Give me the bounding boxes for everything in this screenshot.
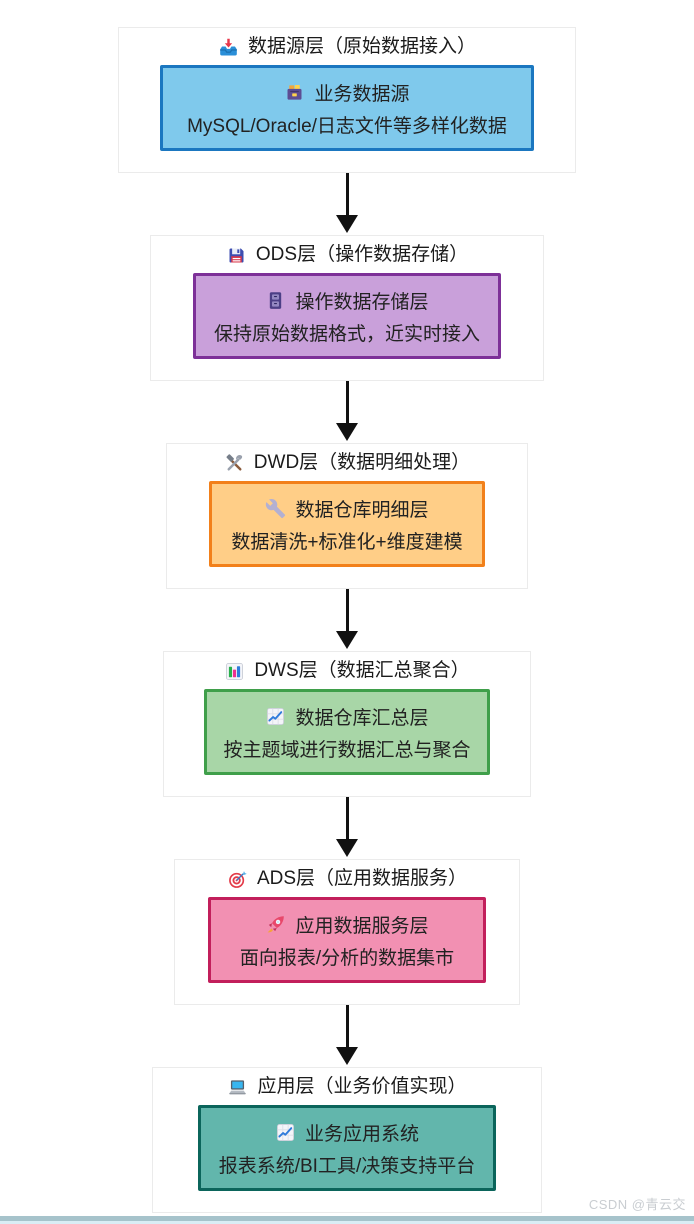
flow-arrow-down (336, 173, 358, 235)
layer-card: 业务应用系统 报表系统/BI工具/决策支持平台 (198, 1105, 496, 1191)
layer-card: 操作数据存储层 保持原始数据格式，近实时接入 (193, 273, 501, 359)
arrow-head-icon (336, 423, 358, 441)
floppy-disk-icon (226, 245, 247, 266)
layer-title-text: DWS层（数据汇总聚合） (254, 660, 470, 681)
footer-bar (0, 1216, 694, 1224)
hammer-and-wrench-icon (224, 453, 245, 474)
card-subtext: 保持原始数据格式，近实时接入 (213, 323, 480, 345)
layer-title: 数据源层（原始数据接入） (218, 35, 476, 59)
target-icon (227, 869, 248, 890)
card-heading-text: 业务数据源 (314, 83, 410, 105)
card-heading: 应用数据服务层 (265, 911, 429, 938)
card-heading-text: 数据仓库明细层 (295, 499, 429, 521)
layer-title-text: 应用层（业务价值实现） (257, 1076, 467, 1097)
layer-title-text: ODS层（操作数据存储） (255, 244, 469, 265)
layer-card: 数据仓库明细层 数据清洗+标准化+维度建模 (209, 481, 485, 567)
arrow-head-icon (336, 1047, 358, 1065)
layer-title-text: ADS层（应用数据服务） (256, 868, 468, 889)
layer-dwd: DWD层（数据明细处理） 数据仓库明细层 数据清洗+标准化+维度建模 (166, 443, 528, 589)
layer-title: ODS层（操作数据存储） (226, 243, 468, 267)
layer-ods: ODS层（操作数据存储） 操作数据存储层 保持原始数据格式，近实时接入 (150, 235, 544, 381)
card-heading: 业务数据源 (284, 79, 410, 106)
file-cabinet-icon (265, 290, 286, 311)
layer-application: 应用层（业务价值实现） 业务应用系统 报表系统/BI工具/决策支持平台 (152, 1067, 542, 1213)
watermark: CSDN @青云交 (588, 1197, 686, 1212)
card-heading-text: 应用数据服务层 (295, 915, 429, 937)
arrow-shaft (345, 1005, 349, 1047)
layer-card: 业务数据源 MySQL/Oracle/日志文件等多样化数据 (160, 65, 534, 151)
flow-arrow-down (336, 1005, 358, 1067)
arrow-shaft (345, 589, 349, 631)
layer-dws: DWS层（数据汇总聚合） 数据仓库汇总层 按主题域进行数据汇总与聚合 (163, 651, 531, 797)
layer-title: DWS层（数据汇总聚合） (224, 659, 470, 683)
card-subtext: 按主题域进行数据汇总与聚合 (223, 739, 471, 761)
card-heading: 数据仓库明细层 (265, 495, 429, 522)
layer-title-text: DWD层（数据明细处理） (253, 452, 471, 473)
layer-title: DWD层（数据明细处理） (224, 451, 470, 475)
card-heading-text: 操作数据存储层 (295, 291, 429, 313)
arrow-head-icon (336, 839, 358, 857)
flow-arrow-down (336, 797, 358, 859)
layer-ads: ADS层（应用数据服务） 应用数据服务层 面向报表/分析的数据集市 (174, 859, 520, 1005)
flow-arrow-down (336, 381, 358, 443)
layer-title: 应用层（业务价值实现） (227, 1075, 467, 1099)
arrow-shaft (345, 381, 349, 423)
card-heading-text: 业务应用系统 (304, 1123, 419, 1145)
layer-title: ADS层（应用数据服务） (227, 867, 467, 891)
arrow-head-icon (336, 631, 358, 649)
layer-title-text: 数据源层（原始数据接入） (247, 36, 476, 57)
arrow-shaft (345, 797, 349, 839)
card-subtext: 数据清洗+标准化+维度建模 (231, 531, 463, 553)
card-heading: 业务应用系统 (275, 1119, 419, 1146)
card-heading-text: 数据仓库汇总层 (295, 707, 429, 729)
inbox-tray-icon (218, 37, 239, 58)
wrench-icon (265, 498, 286, 519)
card-heading: 操作数据存储层 (265, 287, 429, 314)
card-heading: 数据仓库汇总层 (265, 703, 429, 730)
arrow-shaft (345, 173, 349, 215)
laptop-icon (227, 1077, 248, 1098)
card-subtext: 面向报表/分析的数据集市 (239, 947, 455, 969)
rocket-icon (265, 914, 286, 935)
flow-arrow-down (336, 589, 358, 651)
arrow-head-icon (336, 215, 358, 233)
chart-increasing-icon (265, 706, 286, 727)
layer-datasource: 数据源层（原始数据接入） 业务数据源 MySQL/Oracle/日志文件等多样化… (118, 27, 576, 173)
layer-card: 数据仓库汇总层 按主题域进行数据汇总与聚合 (204, 689, 490, 775)
bar-chart-icon (224, 661, 245, 682)
card-subtext: 报表系统/BI工具/决策支持平台 (218, 1155, 476, 1177)
card-subtext: MySQL/Oracle/日志文件等多样化数据 (187, 115, 507, 137)
card-file-box-icon (284, 82, 305, 103)
layer-card: 应用数据服务层 面向报表/分析的数据集市 (208, 897, 486, 983)
chart-increasing-icon (275, 1122, 296, 1143)
